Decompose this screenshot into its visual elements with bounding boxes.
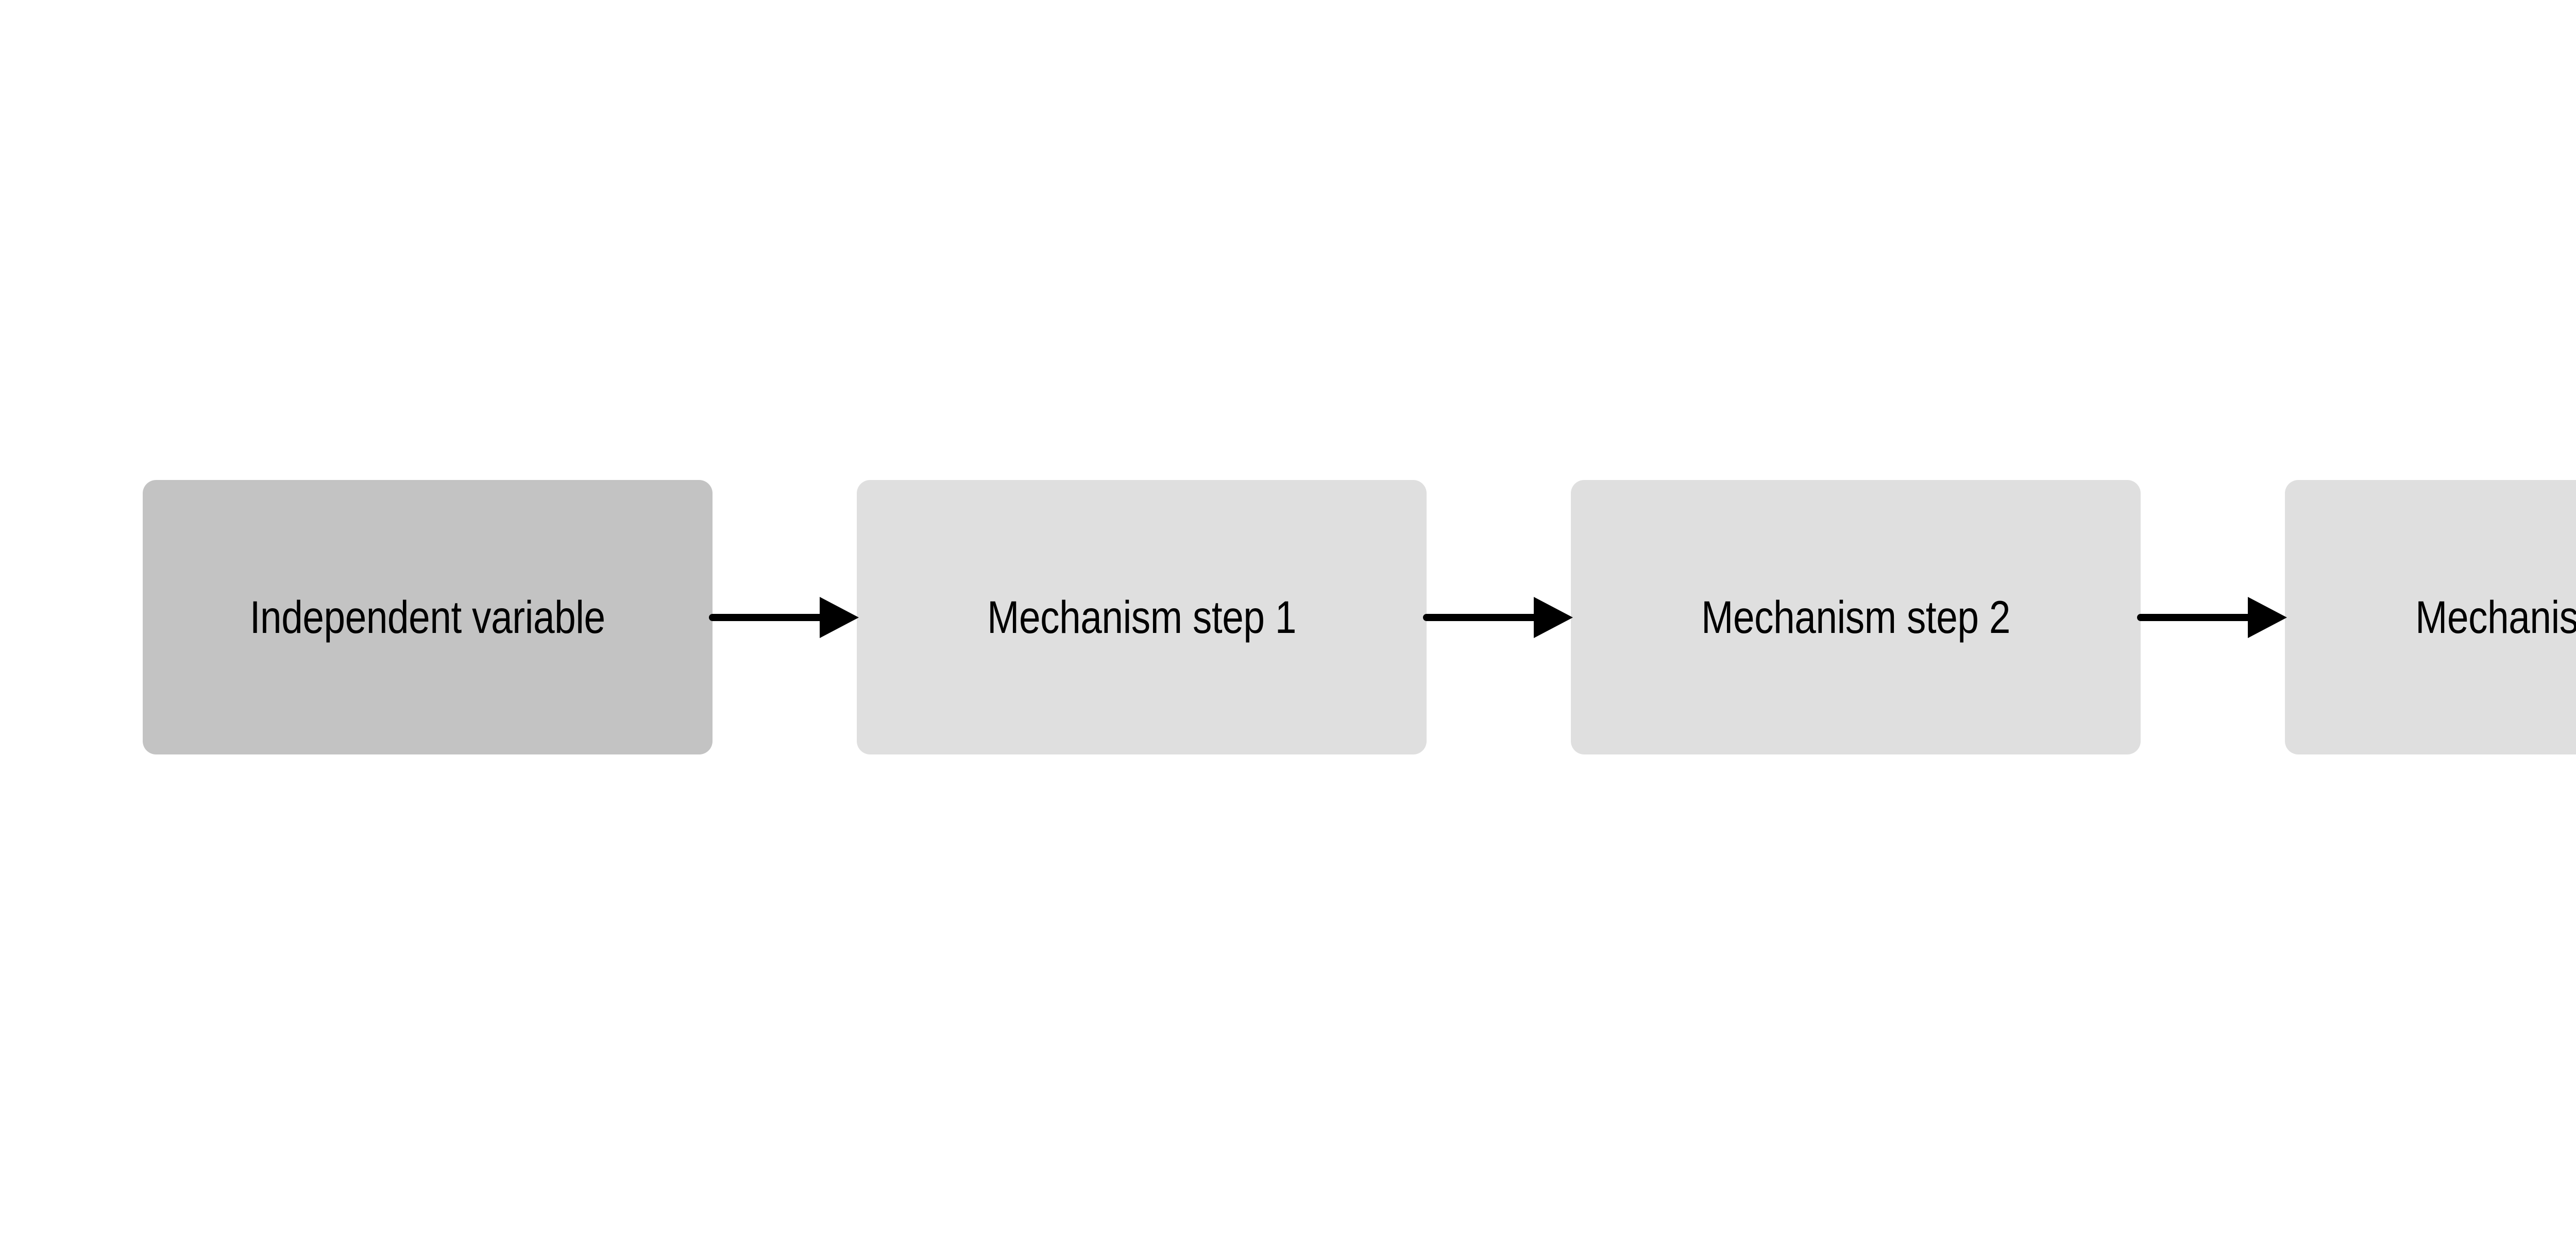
- arrow-step1-to-step2: [1423, 480, 1573, 754]
- node-independent-variable[interactable]: Independent variable: [143, 480, 713, 754]
- arrow-right-icon: [2137, 597, 2287, 638]
- arrow-right-icon: [709, 597, 859, 638]
- node-label-independent-variable: Independent variable: [250, 591, 605, 643]
- node-mechanism-step-1[interactable]: Mechanism step 1: [857, 480, 1427, 754]
- node-label-mechanism-step-1: Mechanism step 1: [987, 591, 1296, 643]
- flowchart-row: Independent variable Mechanism step 1: [143, 480, 2576, 754]
- node-label-mechanism-step-2: Mechanism step 2: [1701, 591, 2010, 643]
- arrow-step2-to-step3: [2137, 480, 2287, 754]
- node-label-mechanism-step-3: Mechanism step 3: [2415, 591, 2576, 643]
- arrow-right-icon: [1423, 597, 1573, 638]
- arrow-independent-to-step1: [709, 480, 859, 754]
- node-mechanism-step-3[interactable]: Mechanism step 3: [2285, 480, 2576, 754]
- node-mechanism-step-2[interactable]: Mechanism step 2: [1571, 480, 2141, 754]
